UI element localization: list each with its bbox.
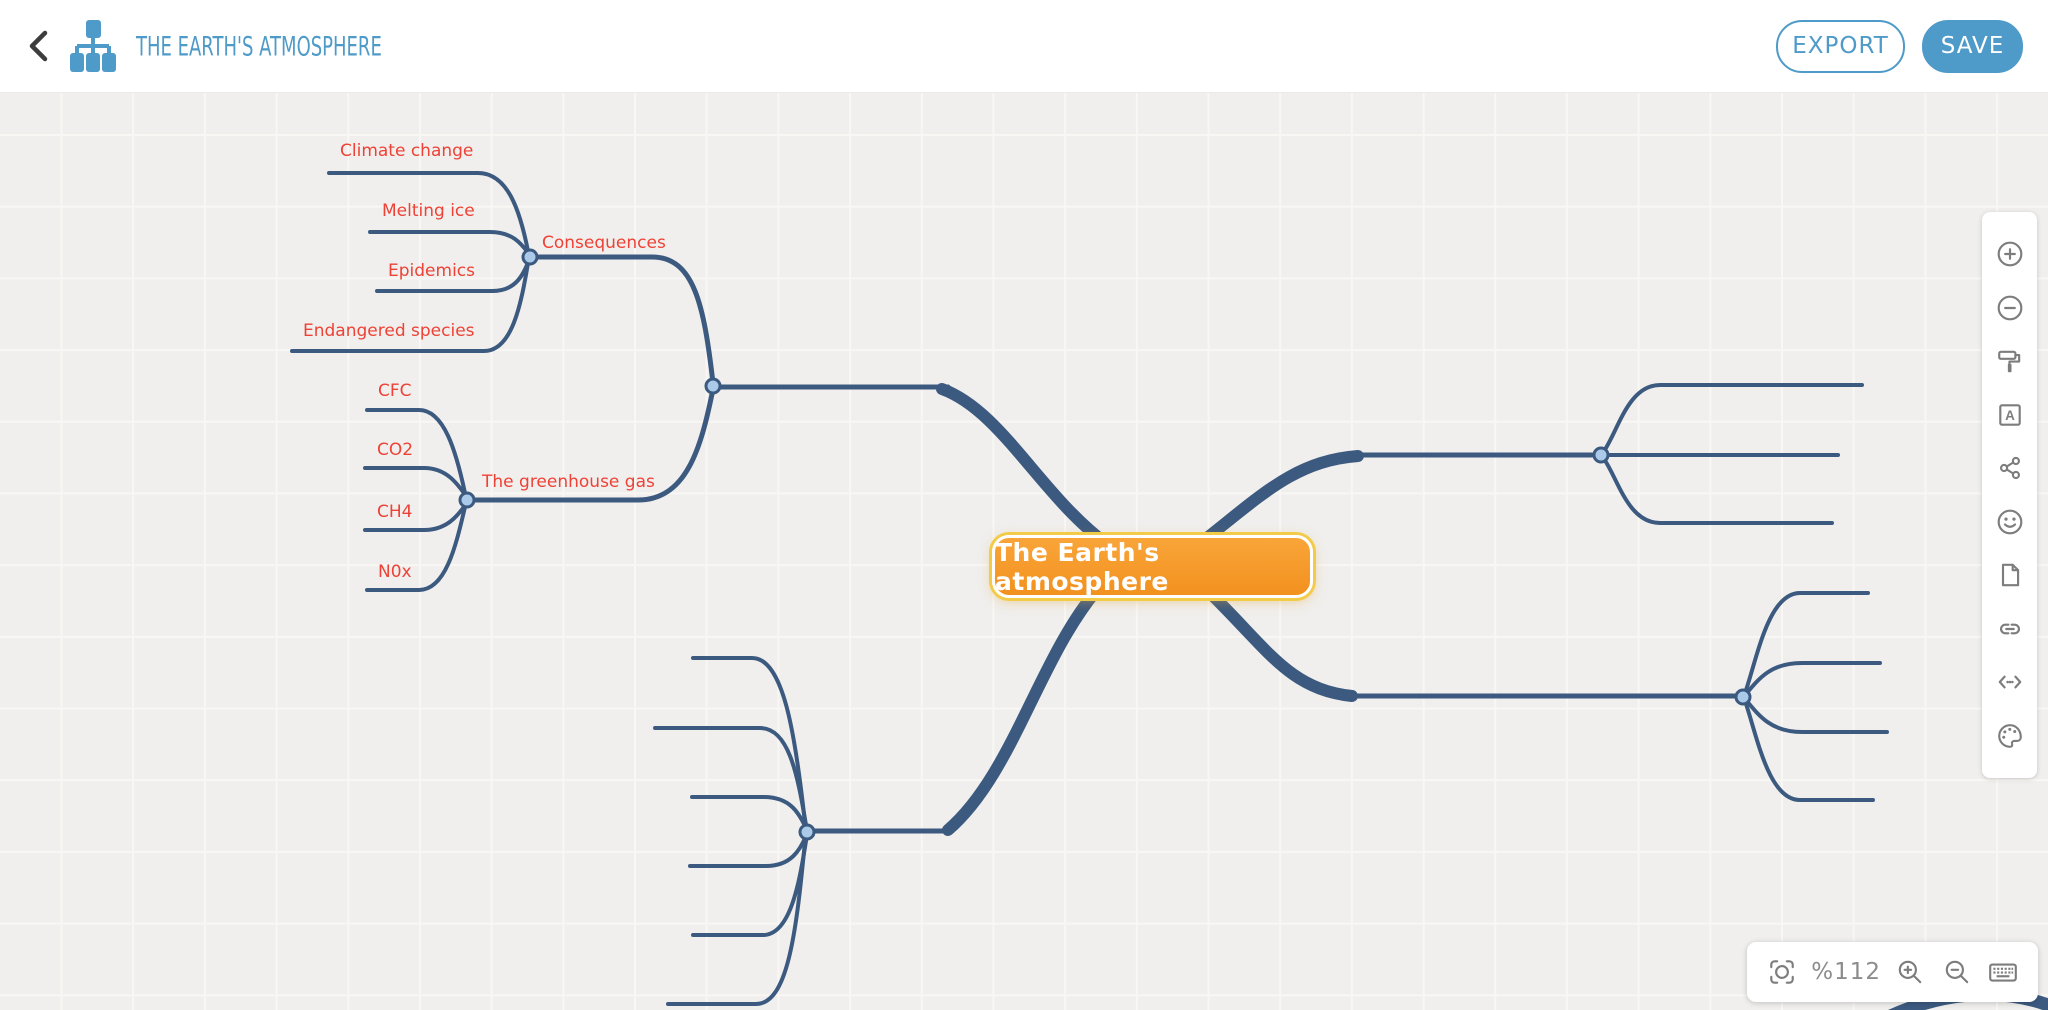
plus-circle-icon [1997,242,2022,267]
text-style-icon: A [1998,404,2021,426]
node-consequences[interactable]: Consequences [542,233,666,253]
smiley-icon [1997,509,2022,535]
note-button[interactable] [1993,558,2027,592]
fit-screen-button[interactable] [1765,955,1799,989]
central-node[interactable]: The Earth's atmosphere [992,535,1313,598]
junction-dot[interactable] [798,823,816,841]
theme-button[interactable] [1993,719,2027,753]
paint-roller-icon [1997,351,2020,373]
text-style-button[interactable]: A [1993,398,2027,432]
main-branch-lines [936,383,2048,1010]
zoom-out-button[interactable] [1940,955,1974,989]
junction-dot[interactable] [458,491,476,509]
branch-runs [464,254,1746,834]
zoom-panel: %112 [1747,942,2038,1002]
keyboard-icon [1989,963,2017,982]
page-title[interactable]: THE EARTH'S ATMOSPHERE [136,30,382,62]
chevron-left-icon [29,30,48,62]
sitemap-icon [70,20,116,72]
zoom-out-icon [1945,960,1968,984]
relationship-button[interactable] [1993,451,2027,485]
svg-text:A: A [2005,408,2015,423]
node-cfc[interactable]: CFC [378,381,412,401]
shortcuts-button[interactable] [1986,955,2020,989]
save-button[interactable]: SAVE [1922,19,2023,73]
summary-button[interactable] [1993,665,2027,699]
junction-dot[interactable] [521,248,539,266]
junction-dot[interactable] [1734,688,1752,706]
node-climate-change[interactable]: Climate change [340,141,474,161]
node-co2[interactable]: CO2 [377,440,414,460]
format-painter-button[interactable] [1993,344,2027,378]
export-button[interactable]: EXPORT [1776,19,1905,73]
document-icon [2001,563,2019,587]
zoom-in-icon [1899,960,1922,984]
node-greenhouse-gas[interactable]: The greenhouse gas [482,472,655,492]
code-brackets-icon [1998,675,2021,689]
junction-dot[interactable] [1592,446,1610,464]
junction-dots [458,248,1752,841]
header-bar: THE EARTH'S ATMOSPHERE EXPORT SAVE [0,0,2048,93]
emoji-button[interactable] [1993,505,2027,539]
plus-circle-button[interactable] [1993,237,2027,271]
mindmap-canvas[interactable]: Climate change Melting ice Epidemics End… [0,93,2048,1010]
node-melting-ice[interactable]: Melting ice [382,201,475,221]
minus-circle-icon [1997,295,2022,321]
zoom-level: %112 [1811,959,1882,985]
share-icon [1999,457,2020,480]
node-ch4[interactable]: CH4 [377,502,413,522]
back-button[interactable] [22,26,56,66]
zoom-in-button[interactable] [1893,955,1927,989]
palette-icon [1997,723,2022,748]
link-button[interactable] [1993,612,2027,646]
node-endangered-species[interactable]: Endangered species [303,321,475,341]
node-n0x[interactable]: N0x [378,562,412,582]
link-icon [1999,623,2020,635]
fit-screen-icon [1770,960,1794,984]
minus-circle-button[interactable] [1993,291,2027,325]
node-epidemics[interactable]: Epidemics [388,261,475,281]
side-toolbar: A [1982,212,2037,778]
junction-dot[interactable] [704,377,722,395]
app-logo [68,19,118,73]
